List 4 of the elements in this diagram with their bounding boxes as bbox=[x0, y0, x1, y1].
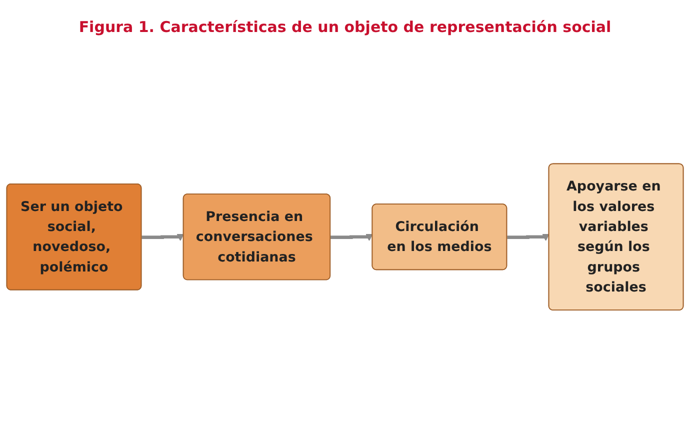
arrow bbox=[142, 234, 184, 242]
figure-title: Figura 1. Características de un objeto de representación social bbox=[78, 18, 612, 36]
arrow bbox=[507, 234, 550, 242]
arrow bbox=[330, 234, 373, 242]
